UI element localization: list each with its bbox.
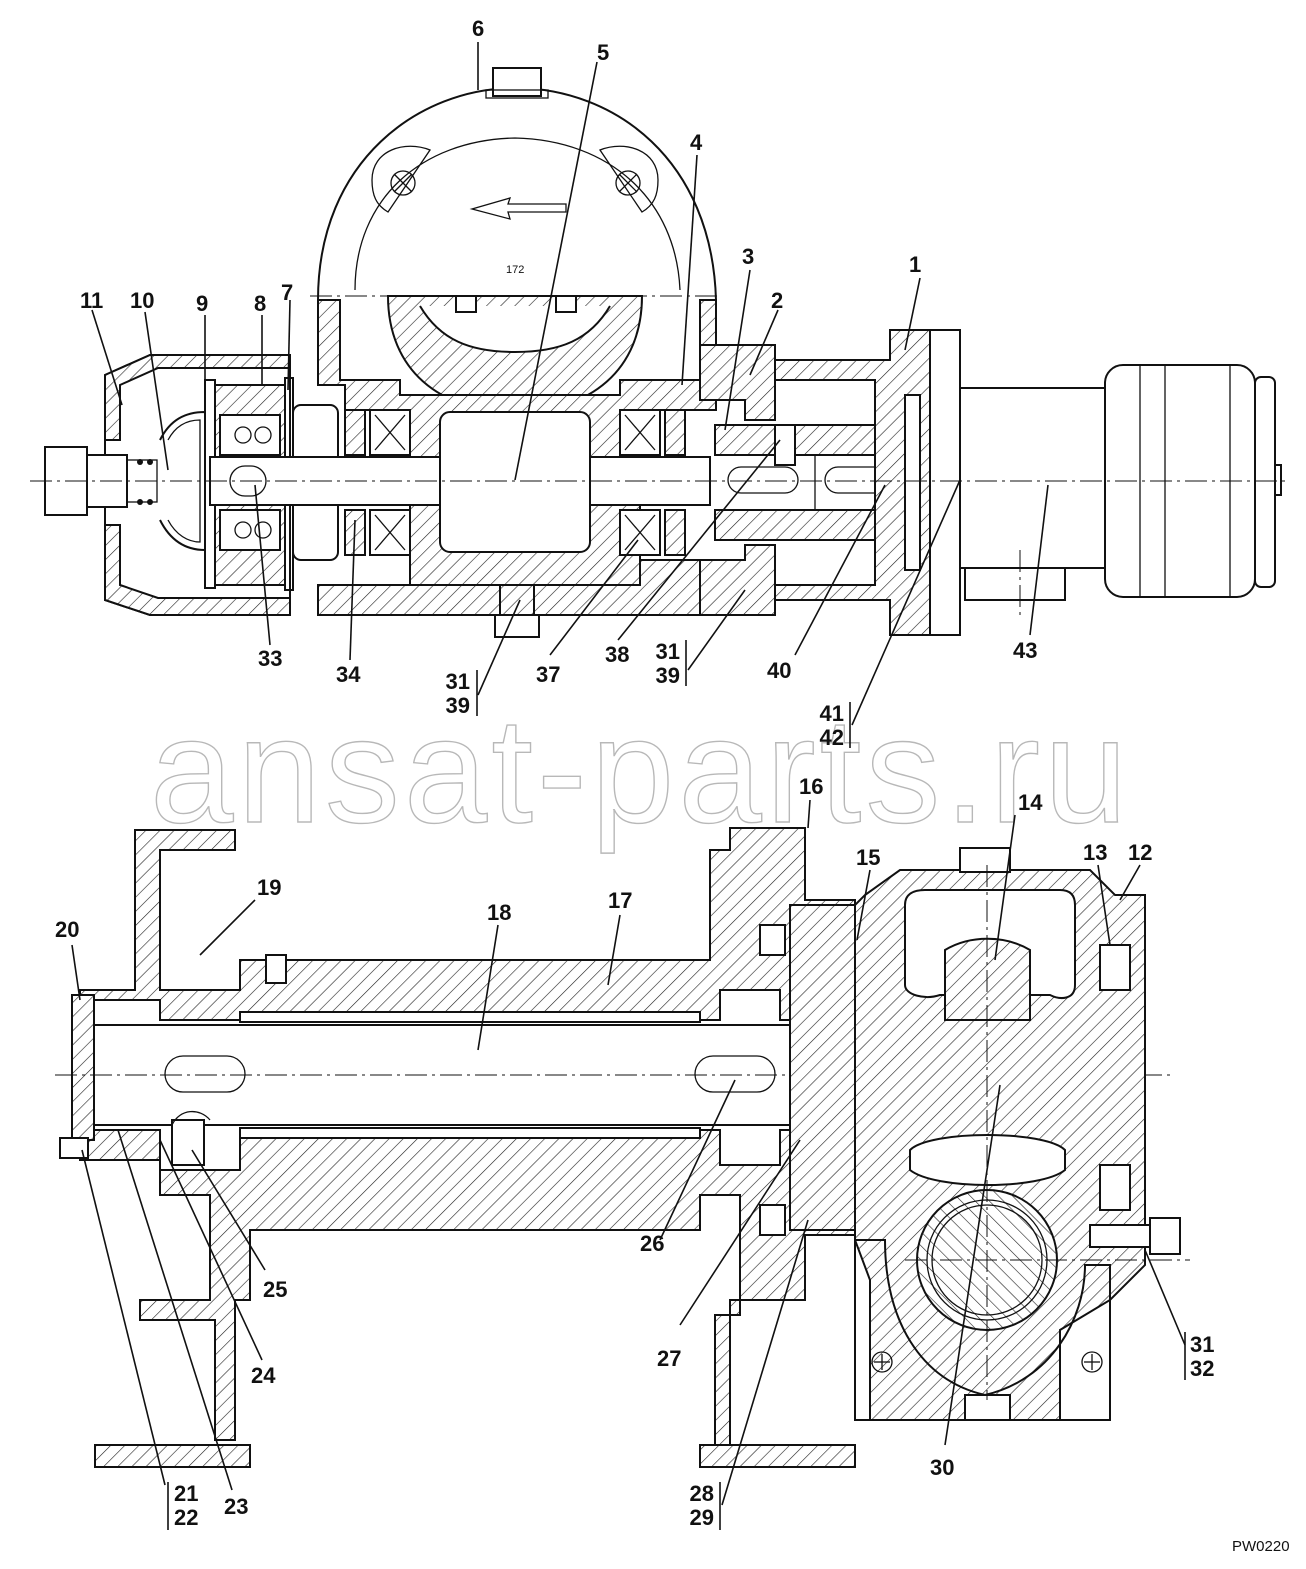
group-label-bottom: 32 bbox=[1190, 1356, 1215, 1381]
ball-bearing-top bbox=[219, 414, 281, 456]
label-13: 13 bbox=[1083, 840, 1108, 865]
label-37: 37 bbox=[536, 662, 561, 687]
label-30: 30 bbox=[930, 1455, 955, 1480]
main-housing-top bbox=[79, 827, 856, 1021]
cover-screw-right bbox=[615, 170, 641, 196]
group-label-top: 28 bbox=[689, 1481, 714, 1506]
group-label-bottom: 22 bbox=[174, 1505, 199, 1530]
cap-screw-bottom bbox=[759, 1204, 786, 1236]
label-7: 7 bbox=[281, 280, 294, 305]
gear-cover-inner bbox=[354, 137, 681, 291]
end-cap-top bbox=[104, 354, 291, 441]
main-housing-bottom bbox=[79, 1129, 856, 1446]
ball-bearing-bottom bbox=[219, 509, 281, 551]
label-33: 33 bbox=[258, 646, 283, 671]
label-2: 2 bbox=[771, 288, 784, 313]
drain-plug bbox=[494, 614, 540, 638]
label-1: 1 bbox=[909, 252, 922, 277]
label-38: 38 bbox=[605, 642, 630, 667]
worm-wheel-hub bbox=[419, 305, 611, 354]
seal-housing-top bbox=[699, 344, 776, 421]
group-label-bottom: 39 bbox=[445, 693, 470, 718]
cover-plug-washer bbox=[485, 89, 549, 99]
label-12: 12 bbox=[1128, 840, 1153, 865]
label-20: 20 bbox=[55, 917, 80, 942]
worm bbox=[439, 411, 591, 553]
label-4: 4 bbox=[690, 130, 703, 155]
label-16: 16 bbox=[799, 774, 824, 799]
label-group-31-39-a: 31 39 bbox=[434, 670, 470, 718]
label-9: 9 bbox=[196, 291, 209, 316]
cover-screw-left bbox=[390, 170, 416, 196]
drawing-code: PW0220 bbox=[1232, 1538, 1290, 1555]
label-8: 8 bbox=[254, 291, 267, 316]
bottom-assembly bbox=[55, 827, 1190, 1468]
label-15: 15 bbox=[856, 845, 881, 870]
group-label-top: 31 bbox=[1190, 1332, 1215, 1357]
watermark: ansat-parts.ru bbox=[150, 686, 1131, 854]
label-5: 5 bbox=[597, 40, 610, 65]
group-label-bottom: 29 bbox=[689, 1505, 714, 1530]
label-19: 19 bbox=[257, 875, 282, 900]
cover-marking: 172 bbox=[506, 264, 524, 276]
seal-housing-bottom bbox=[699, 544, 776, 616]
label-25: 25 bbox=[263, 1277, 288, 1302]
label-26: 26 bbox=[640, 1231, 665, 1256]
label-18: 18 bbox=[487, 900, 512, 925]
end-plate-20 bbox=[71, 994, 95, 1141]
cover-ear-left bbox=[371, 145, 431, 213]
label-6: 6 bbox=[472, 16, 485, 41]
group-label-top: 31 bbox=[655, 639, 680, 664]
label-10: 10 bbox=[130, 288, 155, 313]
motor-body bbox=[959, 387, 1106, 569]
end-cap-bottom bbox=[104, 524, 291, 616]
cover-ear-right bbox=[599, 145, 659, 213]
group-label-bottom: 39 bbox=[655, 663, 680, 688]
label-40: 40 bbox=[767, 658, 792, 683]
fill-plug bbox=[959, 847, 1011, 873]
label-14: 14 bbox=[1018, 790, 1043, 815]
drain-boss bbox=[499, 584, 535, 616]
label-3: 3 bbox=[742, 244, 755, 269]
label-group-28-29: 28 29 bbox=[678, 1482, 714, 1530]
group-label-top: 31 bbox=[445, 669, 470, 694]
side-screw bbox=[1089, 1224, 1151, 1248]
label-11: 11 bbox=[80, 288, 104, 313]
base-foot-right bbox=[699, 1444, 856, 1468]
motor-adapter bbox=[774, 329, 931, 636]
leader-lines bbox=[71, 42, 1186, 1530]
group-label-bottom: 42 bbox=[819, 725, 844, 750]
adapter-plate-16 bbox=[789, 904, 856, 1231]
group-label-top: 41 bbox=[819, 701, 844, 726]
top-assembly: 1 7 2 bbox=[30, 67, 1290, 638]
motor-flange bbox=[929, 329, 961, 636]
label-34: 34 bbox=[336, 662, 361, 687]
rotation-arrow bbox=[469, 197, 567, 220]
label-group-41-42: 41 42 bbox=[808, 702, 844, 750]
group-label-top: 21 bbox=[174, 1481, 199, 1506]
label-17: 17 bbox=[608, 888, 633, 913]
label-group-31-39-b: 31 39 bbox=[644, 640, 680, 688]
base-foot-left bbox=[94, 1444, 251, 1468]
cover-plug bbox=[492, 67, 542, 97]
label-23: 23 bbox=[224, 1494, 249, 1519]
label-27: 27 bbox=[657, 1346, 682, 1371]
label-43: 43 bbox=[1013, 638, 1038, 663]
label-group-31-32: 31 32 bbox=[1190, 1333, 1226, 1381]
cap-screw-top bbox=[759, 924, 786, 956]
bolt-21 bbox=[59, 1137, 89, 1159]
label-24: 24 bbox=[251, 1363, 276, 1388]
label-group-21-22: 21 22 bbox=[174, 1482, 210, 1530]
